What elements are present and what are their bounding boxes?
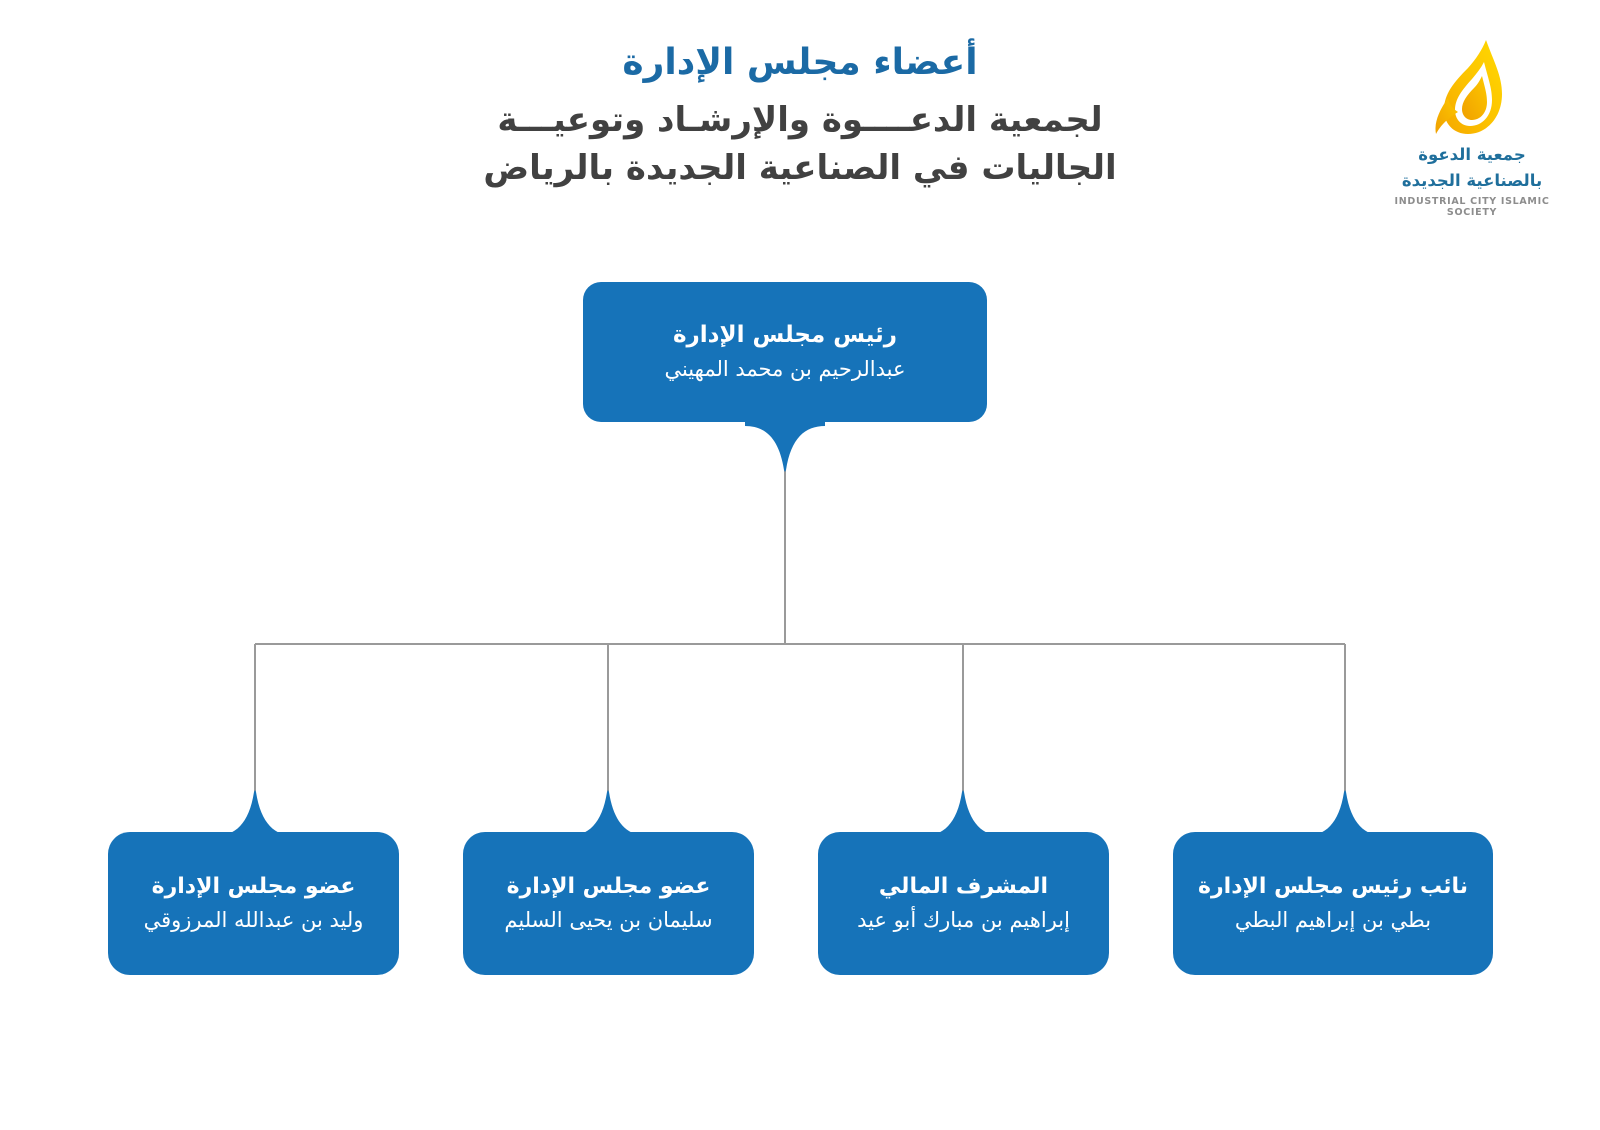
node-member-alsulaim[interactable]: عضو مجلس الإدارة سليمان بن يحيى السليم bbox=[463, 832, 754, 975]
node-member-almarzouqi-person: وليد بن عبدالله المرزوقي bbox=[143, 907, 364, 932]
node-member-alsulaim-role: عضو مجلس الإدارة bbox=[506, 873, 711, 899]
flame-icon bbox=[1435, 40, 1502, 134]
header: أعضاء مجلس الإدارة لجمعية الدعــــوة وال… bbox=[0, 40, 1600, 193]
page-subtitle-line-2: الجاليات في الصناعية الجديدة بالرياض bbox=[483, 148, 1117, 189]
node-member-almarzouqi-role: عضو مجلس الإدارة bbox=[151, 873, 356, 899]
node-chairman[interactable]: رئيس مجلس الإدارة عبدالرحيم بن محمد المه… bbox=[583, 282, 987, 422]
page-title: أعضاء مجلس الإدارة bbox=[622, 42, 978, 83]
node-chairman-person: عبدالرحيم بن محمد المهيني bbox=[664, 356, 906, 381]
node-financial-supervisor-role: المشرف المالي bbox=[878, 873, 1049, 899]
node-member-almarzouqi[interactable]: عضو مجلس الإدارة وليد بن عبدالله المرزوق… bbox=[108, 832, 399, 975]
node-vice-chairman[interactable]: نائب رئيس مجلس الإدارة بطي بن إبراهيم ال… bbox=[1173, 832, 1493, 975]
page-subtitle: لجمعية الدعــــوة والإرشـاد وتوعيـــة ال… bbox=[0, 96, 1600, 193]
logo-arabic-line-2: بالصناعية الجديدة bbox=[1401, 171, 1543, 191]
tail-root bbox=[745, 420, 825, 472]
node-chairman-role: رئيس مجلس الإدارة bbox=[672, 321, 898, 348]
node-vice-chairman-person: بطي بن إبراهيم البطي bbox=[1234, 907, 1432, 932]
node-financial-supervisor[interactable]: المشرف المالي إبراهيم بن مبارك أبو عيد bbox=[818, 832, 1109, 975]
logo-arabic-line-1: جمعية الدعوة bbox=[1418, 145, 1526, 164]
organization-logo: جمعية الدعوة بالصناعية الجديدة INDUSTRIA… bbox=[1372, 32, 1572, 222]
node-financial-supervisor-person: إبراهيم بن مبارك أبو عيد bbox=[857, 907, 1070, 932]
logo-english-name: INDUSTRIAL CITY ISLAMIC SOCIETY bbox=[1394, 196, 1550, 219]
node-member-alsulaim-person: سليمان بن يحيى السليم bbox=[504, 907, 713, 932]
node-vice-chairman-role: نائب رئيس مجلس الإدارة bbox=[1198, 873, 1469, 899]
page-subtitle-line-1: لجمعية الدعــــوة والإرشـاد وتوعيـــة bbox=[497, 100, 1103, 141]
